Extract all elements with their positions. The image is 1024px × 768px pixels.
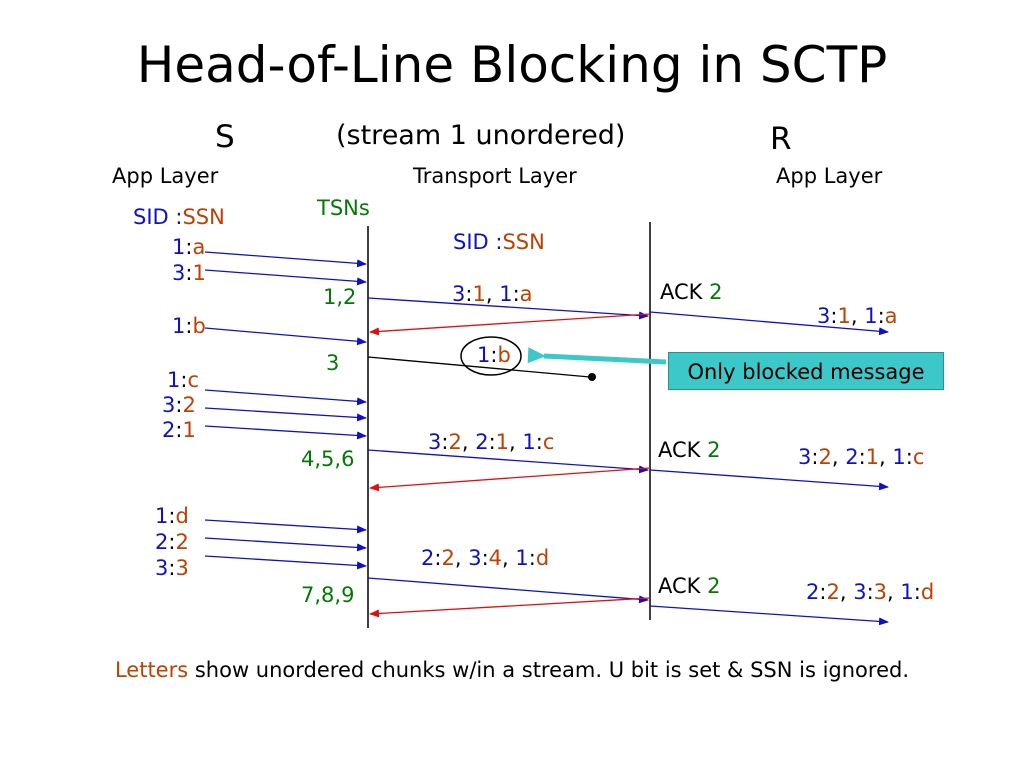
receiver-label: R <box>770 121 792 157</box>
tsn-label-1: 1,2 <box>323 285 357 309</box>
app-msg-31: 3:1 <box>172 261 206 285</box>
receiver-app-layer: App Layer <box>776 164 883 188</box>
app-msg-22: 2:2 <box>155 530 189 554</box>
delivered-label-2: 3:2, 2:1, 1:c <box>798 445 925 469</box>
app-msg-1a: 1:a <box>172 235 206 259</box>
app-msg-33: 3:3 <box>155 556 189 580</box>
sid-ssn-legend-left: SID :SSN <box>133 205 225 229</box>
footnote: Letters show unordered chunks w/in a str… <box>114 658 910 682</box>
app-arrow-31 <box>204 269 367 286</box>
tsn-label-3: 4,5,6 <box>301 447 355 471</box>
app-msg-1d: 1:d <box>155 504 189 528</box>
blocked-message-callout: Only blocked message <box>668 352 944 390</box>
blocked-message-ellipse <box>460 336 522 376</box>
ack-label-1: ACK 2 <box>660 280 723 304</box>
packet-label-4: 2:2, 3:4, 1:d <box>421 546 550 570</box>
sid-ssn-legend-mid: SID :SSN <box>453 230 545 254</box>
delivered-label-3: 2:2, 3:3, 1:d <box>806 580 935 604</box>
ack-label-2: ACK 2 <box>658 438 721 462</box>
app-arrow-1c <box>204 389 367 406</box>
page-title: Head-of-Line Blocking in SCTP <box>136 36 888 94</box>
tsns-header: TSNs <box>317 196 370 220</box>
app-send-arrows <box>204 251 367 570</box>
tsn-label-2: 3 <box>326 351 340 375</box>
ack-arrow-1 <box>369 313 651 336</box>
delivery-arrows <box>649 311 889 626</box>
packet-label-1: 3:1, 1:a <box>452 282 533 306</box>
ack-label-3: ACK 2 <box>658 574 721 598</box>
lost-packet-line <box>367 356 591 378</box>
app-arrow-1d <box>204 519 367 534</box>
packet-arrows <box>367 297 649 604</box>
app-arrow-32 <box>204 407 367 422</box>
delivery-arrow-1 <box>649 311 889 336</box>
delivery-arrow-2 <box>649 469 889 491</box>
sender-app-layer: App Layer <box>112 164 219 188</box>
packet-arrow-4 <box>367 577 649 604</box>
app-msg-21: 2:1 <box>162 418 196 442</box>
app-arrow-22 <box>204 537 367 552</box>
sender-label: S <box>215 119 235 155</box>
lost-packet-dot <box>588 373 596 381</box>
packet-arrow-3 <box>367 449 649 474</box>
app-msg-1b: 1:b <box>172 314 206 338</box>
app-arrow-21 <box>204 425 367 440</box>
ack-arrow-3 <box>369 597 651 618</box>
packet-label-2: 1:b <box>477 343 511 367</box>
tsn-label-4: 7,8,9 <box>301 583 355 607</box>
transport-layer: Transport Layer <box>413 164 577 188</box>
packet-arrow-1 <box>367 297 649 320</box>
app-arrow-33 <box>204 555 367 570</box>
ack-arrow-2 <box>369 467 651 492</box>
callout-arrow <box>527 347 667 365</box>
app-arrow-1a <box>204 251 367 268</box>
delivered-label-1: 3:1, 1:a <box>817 304 898 328</box>
delivery-arrow-3 <box>649 605 889 626</box>
app-msg-1c: 1:c <box>167 368 199 392</box>
packet-label-3: 3:2, 2:1, 1:c <box>428 430 555 454</box>
stream-subtitle: (stream 1 unordered) <box>336 120 626 151</box>
app-msg-32: 3:2 <box>162 393 196 417</box>
ack-arrows <box>369 313 651 618</box>
app-arrow-1b <box>204 327 367 346</box>
